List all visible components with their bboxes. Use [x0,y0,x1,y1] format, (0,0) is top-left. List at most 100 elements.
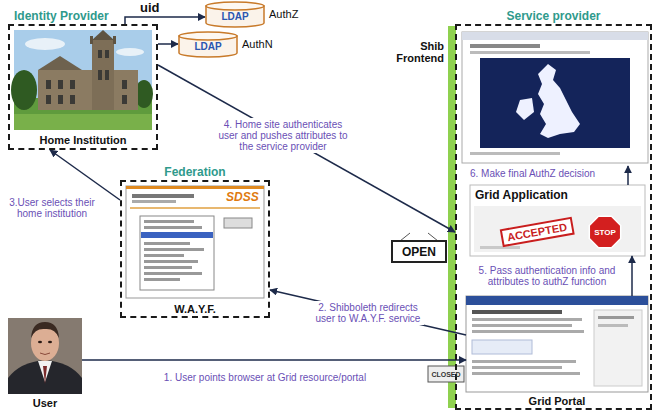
box-title: User [8,397,82,409]
database-cylinder [179,32,237,40]
wayf-screenshot [144,248,204,251]
wayf-screenshot [224,218,252,228]
campus-photo [38,56,82,70]
frontend-name: Shib Frontend [386,40,444,64]
user-portrait [8,318,82,394]
user-portrait [48,341,52,344]
campus-photo [38,70,138,110]
wayf-screenshot [132,194,194,198]
wayf-screenshot [130,207,260,209]
flow-arrow [50,150,120,200]
campus-photo [122,95,127,104]
service-screenshots [472,330,584,333]
database-role: AuthN [242,38,273,50]
flow-arrow [158,65,455,232]
door-signs [400,233,410,241]
service-screenshots [472,372,580,375]
wayf-screenshot [144,242,190,245]
frame-heading: Identity Provider [14,9,109,23]
campus-photo [58,80,63,89]
campus-photo [98,70,102,80]
service-screenshots [480,246,520,249]
service-screenshots [470,152,560,155]
user-portrait [31,322,59,338]
user-portrait [8,360,82,394]
attribute-name: uid [140,0,160,15]
wayf-screenshot [144,254,184,257]
service-screenshots [472,366,562,369]
service-screenshots [472,310,562,314]
service-screenshots [480,58,630,148]
identity-provider-box: Identity ProviderHome Institution [8,24,158,150]
user-portrait [40,353,50,355]
service-screenshots [462,32,648,163]
grid-portal-box: Grid Portal [466,296,648,408]
wayf-screenshot [144,272,202,275]
box-title: Home Institution [10,134,156,146]
box-title: Grid Portal [466,395,648,407]
service-screenshots [474,206,641,252]
flow-arrow [158,43,178,45]
wayf-screenshot [144,278,180,281]
campus-photo [14,114,152,130]
service-screenshots [470,51,590,54]
step-label: 5. Pass authentication info and attribut… [472,264,622,288]
wayf-screenshot [126,186,264,298]
campus-photo [46,95,51,104]
stop-sign-text: STOP [594,228,616,237]
campus-photo [46,80,51,89]
service-screenshots [516,98,534,120]
campus-photo [116,48,144,56]
service-screenshots [472,318,582,321]
user-portrait [38,341,42,344]
service-screenshots [589,216,620,247]
campus-photo [105,50,109,58]
wayf-screenshot [144,220,194,223]
frame-heading: Service provider [457,9,650,23]
step-label: 1. User points browser at Grid resource/… [160,371,370,384]
service-screenshots [472,360,576,363]
service-screenshots [598,324,628,327]
wayf-screenshot [132,200,176,203]
flow-arrow [82,359,466,361]
service-screenshots [594,310,642,386]
closed-sign-text: CLOSED [431,371,460,378]
ldap-database: LDAPAuthZ [205,1,300,28]
door-signs [428,233,438,241]
wayf-screenshot [144,226,202,229]
service-screenshots [470,44,540,48]
user-portrait [8,318,82,394]
campus-photo [98,50,102,58]
campus-photo [90,36,93,44]
wayf-screenshot [140,216,214,290]
federation-logo: SDSS [226,190,259,204]
step-label: 4. Home site authenticates user and push… [213,118,353,153]
campus-photo [113,36,116,44]
frame-heading: Federation [122,165,268,179]
service-screenshots [466,296,648,305]
flow-arrow [270,290,466,335]
box-title: Grid Application [475,188,568,202]
service-screenshots [466,296,648,392]
database-name: LDAP [178,41,238,52]
step-label: 3.User selects their home institution [6,196,98,220]
step-label: 6. Make final AuthZ decision [470,168,595,179]
campus-photo [70,80,75,89]
open-sign-text: OPEN [402,245,436,259]
service-screenshots [538,64,580,138]
database-cylinder [206,2,264,10]
database-role: AuthZ [269,8,298,20]
campus-photo [105,70,109,80]
service-screenshots [462,32,648,40]
campus-photo [122,80,127,89]
wayf-screenshot [126,186,264,298]
user-portrait [43,366,47,384]
campus-photo [25,38,65,50]
wayf-screenshot [141,232,213,238]
campus-photo [11,70,37,110]
door-signs [428,366,464,382]
campus-photo [92,30,114,40]
decision-arrow [628,166,629,185]
